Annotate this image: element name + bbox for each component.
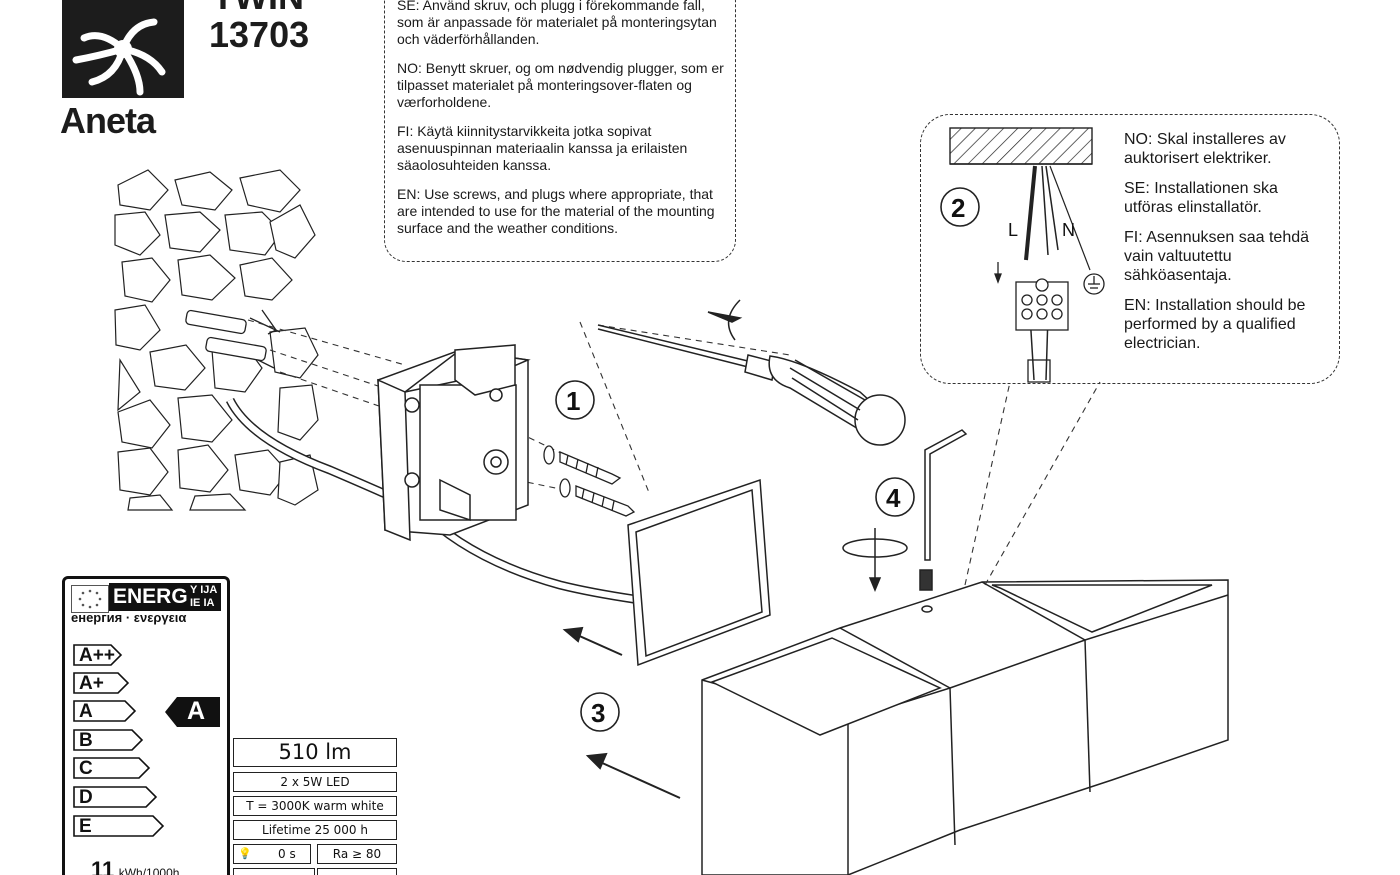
energy-class-c: C <box>73 757 151 779</box>
stone-wall <box>114 169 319 511</box>
product-name: TWIN <box>212 0 304 18</box>
step-2-label: 2 <box>951 193 965 223</box>
energy-header: ENERG Y IJA IE IA <box>109 583 221 611</box>
step-3: 3 <box>580 692 620 732</box>
brand-logo: Aneta <box>60 0 184 141</box>
energy-class-a-plus-plus: A++ <box>73 644 123 666</box>
screwdriver-icon <box>597 324 906 446</box>
down-arrow-icon <box>994 262 1002 284</box>
arrow-icon <box>562 626 681 799</box>
terminal-block-icon <box>1015 278 1069 331</box>
startup-value: 0 s <box>278 847 296 861</box>
live-label: L <box>1008 220 1018 240</box>
ceiling-hatch <box>949 127 1093 165</box>
energy-label: ENERG Y IJA IE IA енергия · ενεργεια A++… <box>62 576 230 875</box>
step-2: 2 <box>940 187 980 227</box>
energy-class-a: A <box>73 700 137 722</box>
energy-suffix-bottom: IE IA <box>190 597 215 609</box>
mounting-bracket <box>377 344 531 542</box>
spec-power: 2 x 5W LED <box>233 772 397 792</box>
eu-flag-icon <box>71 585 109 613</box>
allen-key-icon <box>919 429 968 591</box>
rotate-arrow-icon <box>707 299 743 341</box>
step-1-label: 1 <box>566 386 580 416</box>
screw-icon <box>543 445 636 517</box>
spec-extra-left <box>233 868 315 875</box>
energy-suffix-top: Y IJA <box>190 584 218 596</box>
electric-note-box <box>920 114 1340 384</box>
screws-note-fi: FI: Käytä kiinnitystarvikkeita jotka sop… <box>397 123 688 173</box>
spec-extra-right <box>317 868 397 875</box>
lamp-housing <box>701 579 1229 875</box>
electric-note-se: SE: Installationen ska utföras elinstall… <box>1124 180 1278 216</box>
spec-startup: 💡 0 s <box>233 844 311 864</box>
screws-note-se: SE: Använd skruv, och plugg i förekomman… <box>397 0 717 47</box>
wall-plug-icon <box>185 309 281 369</box>
energy-subtitle: енергия · ενεργεια <box>71 610 187 625</box>
ground-icon <box>1083 273 1105 295</box>
consumption-value: 11 <box>91 857 115 875</box>
spec-cri: Ra ≥ 80 <box>317 844 397 864</box>
energy-class-d: D <box>73 786 158 808</box>
consumption-unit: kWh/1000h <box>118 866 180 875</box>
energy-rating-label: A <box>187 697 206 725</box>
spec-lumen: 510 lm <box>233 738 397 767</box>
brand-name: Aneta <box>60 100 156 141</box>
model-number: 13703 <box>209 14 310 55</box>
gasket-frame <box>627 478 771 667</box>
spec-temperature: T = 3000K warm white <box>233 796 397 816</box>
neutral-label: N <box>1062 220 1075 240</box>
step-1: 1 <box>555 380 595 420</box>
energy-word: ENERG <box>113 585 188 608</box>
screws-note: SE: Använd skruv, och plugg i förekomman… <box>397 0 727 249</box>
step-4-label: 4 <box>886 483 901 513</box>
screws-note-en: EN: Use screws, and plugs where appropri… <box>397 186 715 236</box>
electric-note-en: EN: Installation should be performed by … <box>1124 297 1306 352</box>
energy-consumption: 11 kWh/1000h <box>91 857 179 875</box>
logo-emblem-icon <box>62 0 184 98</box>
electric-note: NO: Skal installeres av auktorisert elek… <box>1124 130 1330 353</box>
energy-class-a-plus: A+ <box>73 672 130 694</box>
electric-note-fi: FI: Asennuksen saa tehdä vain valtuutett… <box>1124 229 1310 284</box>
wire-icon <box>1024 165 1091 383</box>
step-4: 4 <box>875 477 915 517</box>
energy-class-b: B <box>73 729 144 751</box>
energy-rating-badge: A <box>165 697 221 727</box>
energy-class-e: E <box>73 815 165 837</box>
step-3-label: 3 <box>591 698 605 728</box>
bulb-icon: 💡 <box>238 847 252 860</box>
electric-note-no: NO: Skal installeres av auktorisert elek… <box>1124 131 1286 167</box>
spec-lifetime: Lifetime 25 000 h <box>233 820 397 840</box>
screws-note-box <box>384 0 736 262</box>
screws-note-no: NO: Benytt skruer, og om nødvendig plugg… <box>397 60 724 110</box>
rotate-arrow-icon <box>842 528 908 592</box>
